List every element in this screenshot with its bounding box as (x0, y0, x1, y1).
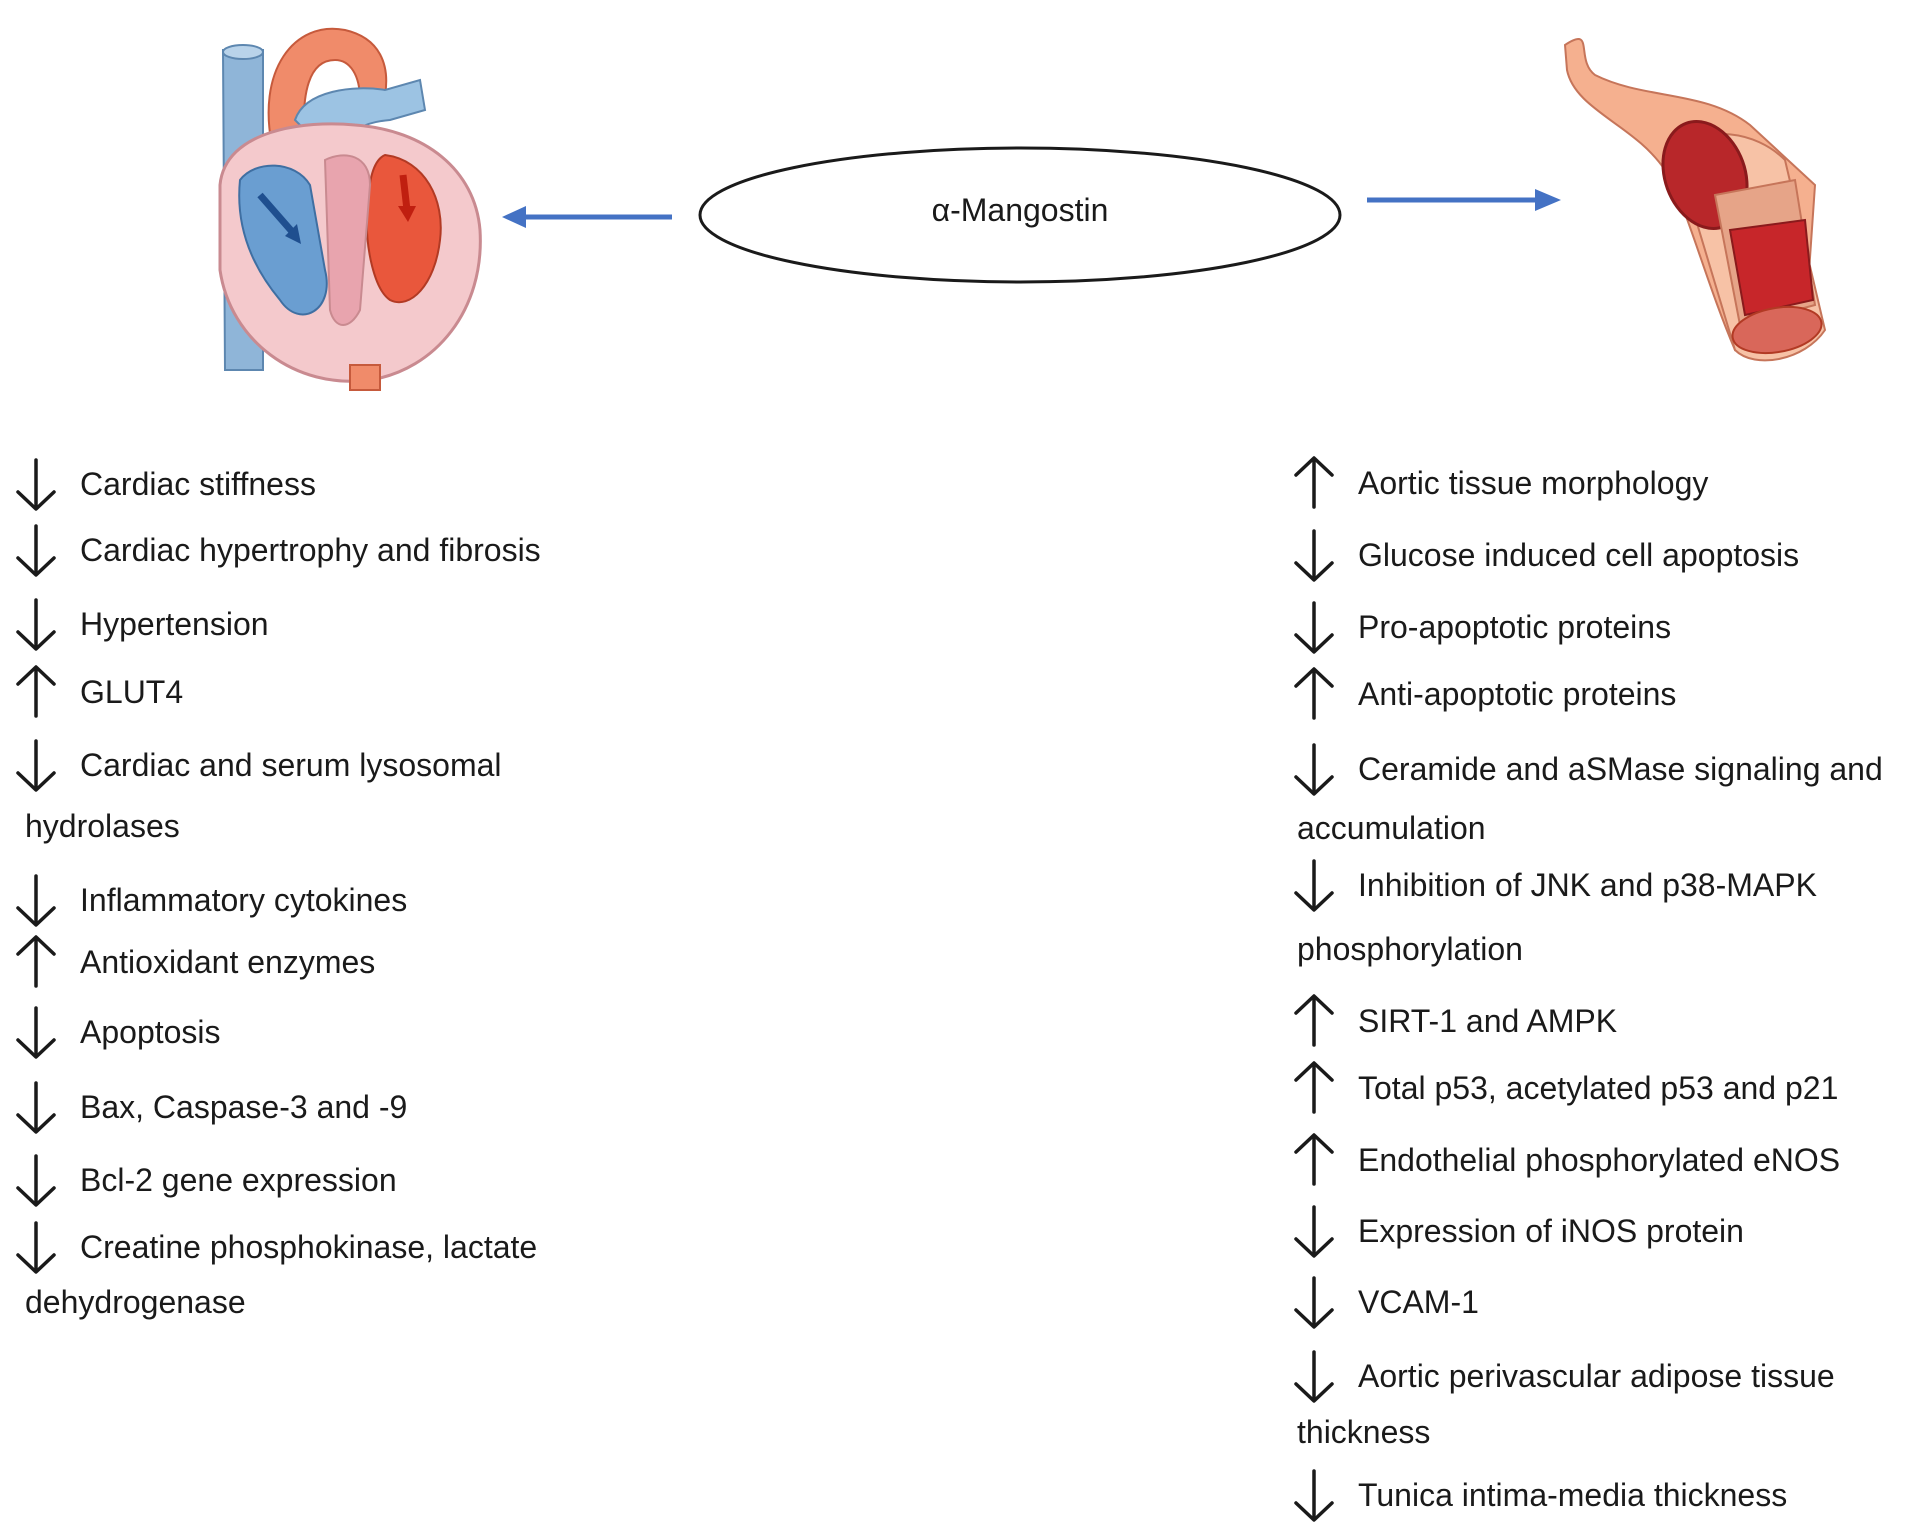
arrow-down-icon (12, 456, 60, 512)
list-item-continuation: dehydrogenase (25, 1284, 246, 1320)
arrow-down-icon (1290, 741, 1338, 797)
arrow-up-icon (1290, 666, 1338, 722)
arrow-down-icon (12, 1219, 60, 1275)
arrow-down-icon (1290, 1467, 1338, 1523)
center-ellipse (698, 146, 1342, 284)
arrow-down-icon (1290, 1203, 1338, 1259)
arrow-up-icon (1290, 1060, 1338, 1116)
arrow-down-icon (12, 522, 60, 578)
arrow-to-heart (502, 206, 672, 228)
blood-vessel-illustration (1563, 38, 1827, 362)
heart-illustration (218, 27, 482, 391)
list-item-continuation: accumulation (1297, 810, 1486, 846)
arrow-down-icon (12, 1004, 60, 1060)
arrow-up-icon (1290, 993, 1338, 1049)
arrow-down-icon (12, 1079, 60, 1135)
arrow-down-icon (12, 872, 60, 928)
arrow-down-icon (1290, 599, 1338, 655)
arrow-down-icon (1290, 1274, 1338, 1330)
arrow-up-icon (1290, 1132, 1338, 1188)
arrow-up-icon (12, 664, 60, 720)
arrow-down-icon (12, 737, 60, 793)
arrow-up-icon (1290, 455, 1338, 511)
arrow-down-icon (1290, 857, 1338, 913)
arrow-down-icon (1290, 1348, 1338, 1404)
arrow-down-icon (12, 596, 60, 652)
list-item-continuation: phosphorylation (1297, 931, 1523, 967)
center-label: α-Mangostin (931, 192, 1109, 228)
arrow-to-vessel (1367, 189, 1561, 211)
arrow-down-icon (1290, 527, 1338, 583)
arrow-up-icon (12, 934, 60, 990)
arrow-down-icon (12, 1152, 60, 1208)
list-item-continuation: thickness (1297, 1414, 1431, 1450)
list-item-continuation: hydrolases (25, 808, 180, 844)
